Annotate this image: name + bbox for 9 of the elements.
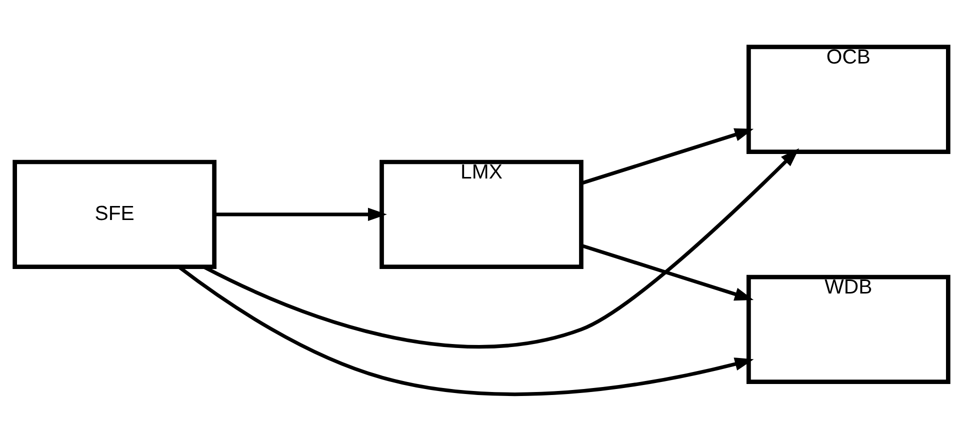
node-box: OCB [746,44,950,154]
arrow [202,148,799,348]
arrow [580,243,754,300]
arrow [214,207,386,221]
node-box: SFE [12,159,216,269]
arrow [177,265,754,396]
node-box: LMX [379,159,583,269]
node-box: WDB [746,274,950,384]
arrow [580,128,754,185]
